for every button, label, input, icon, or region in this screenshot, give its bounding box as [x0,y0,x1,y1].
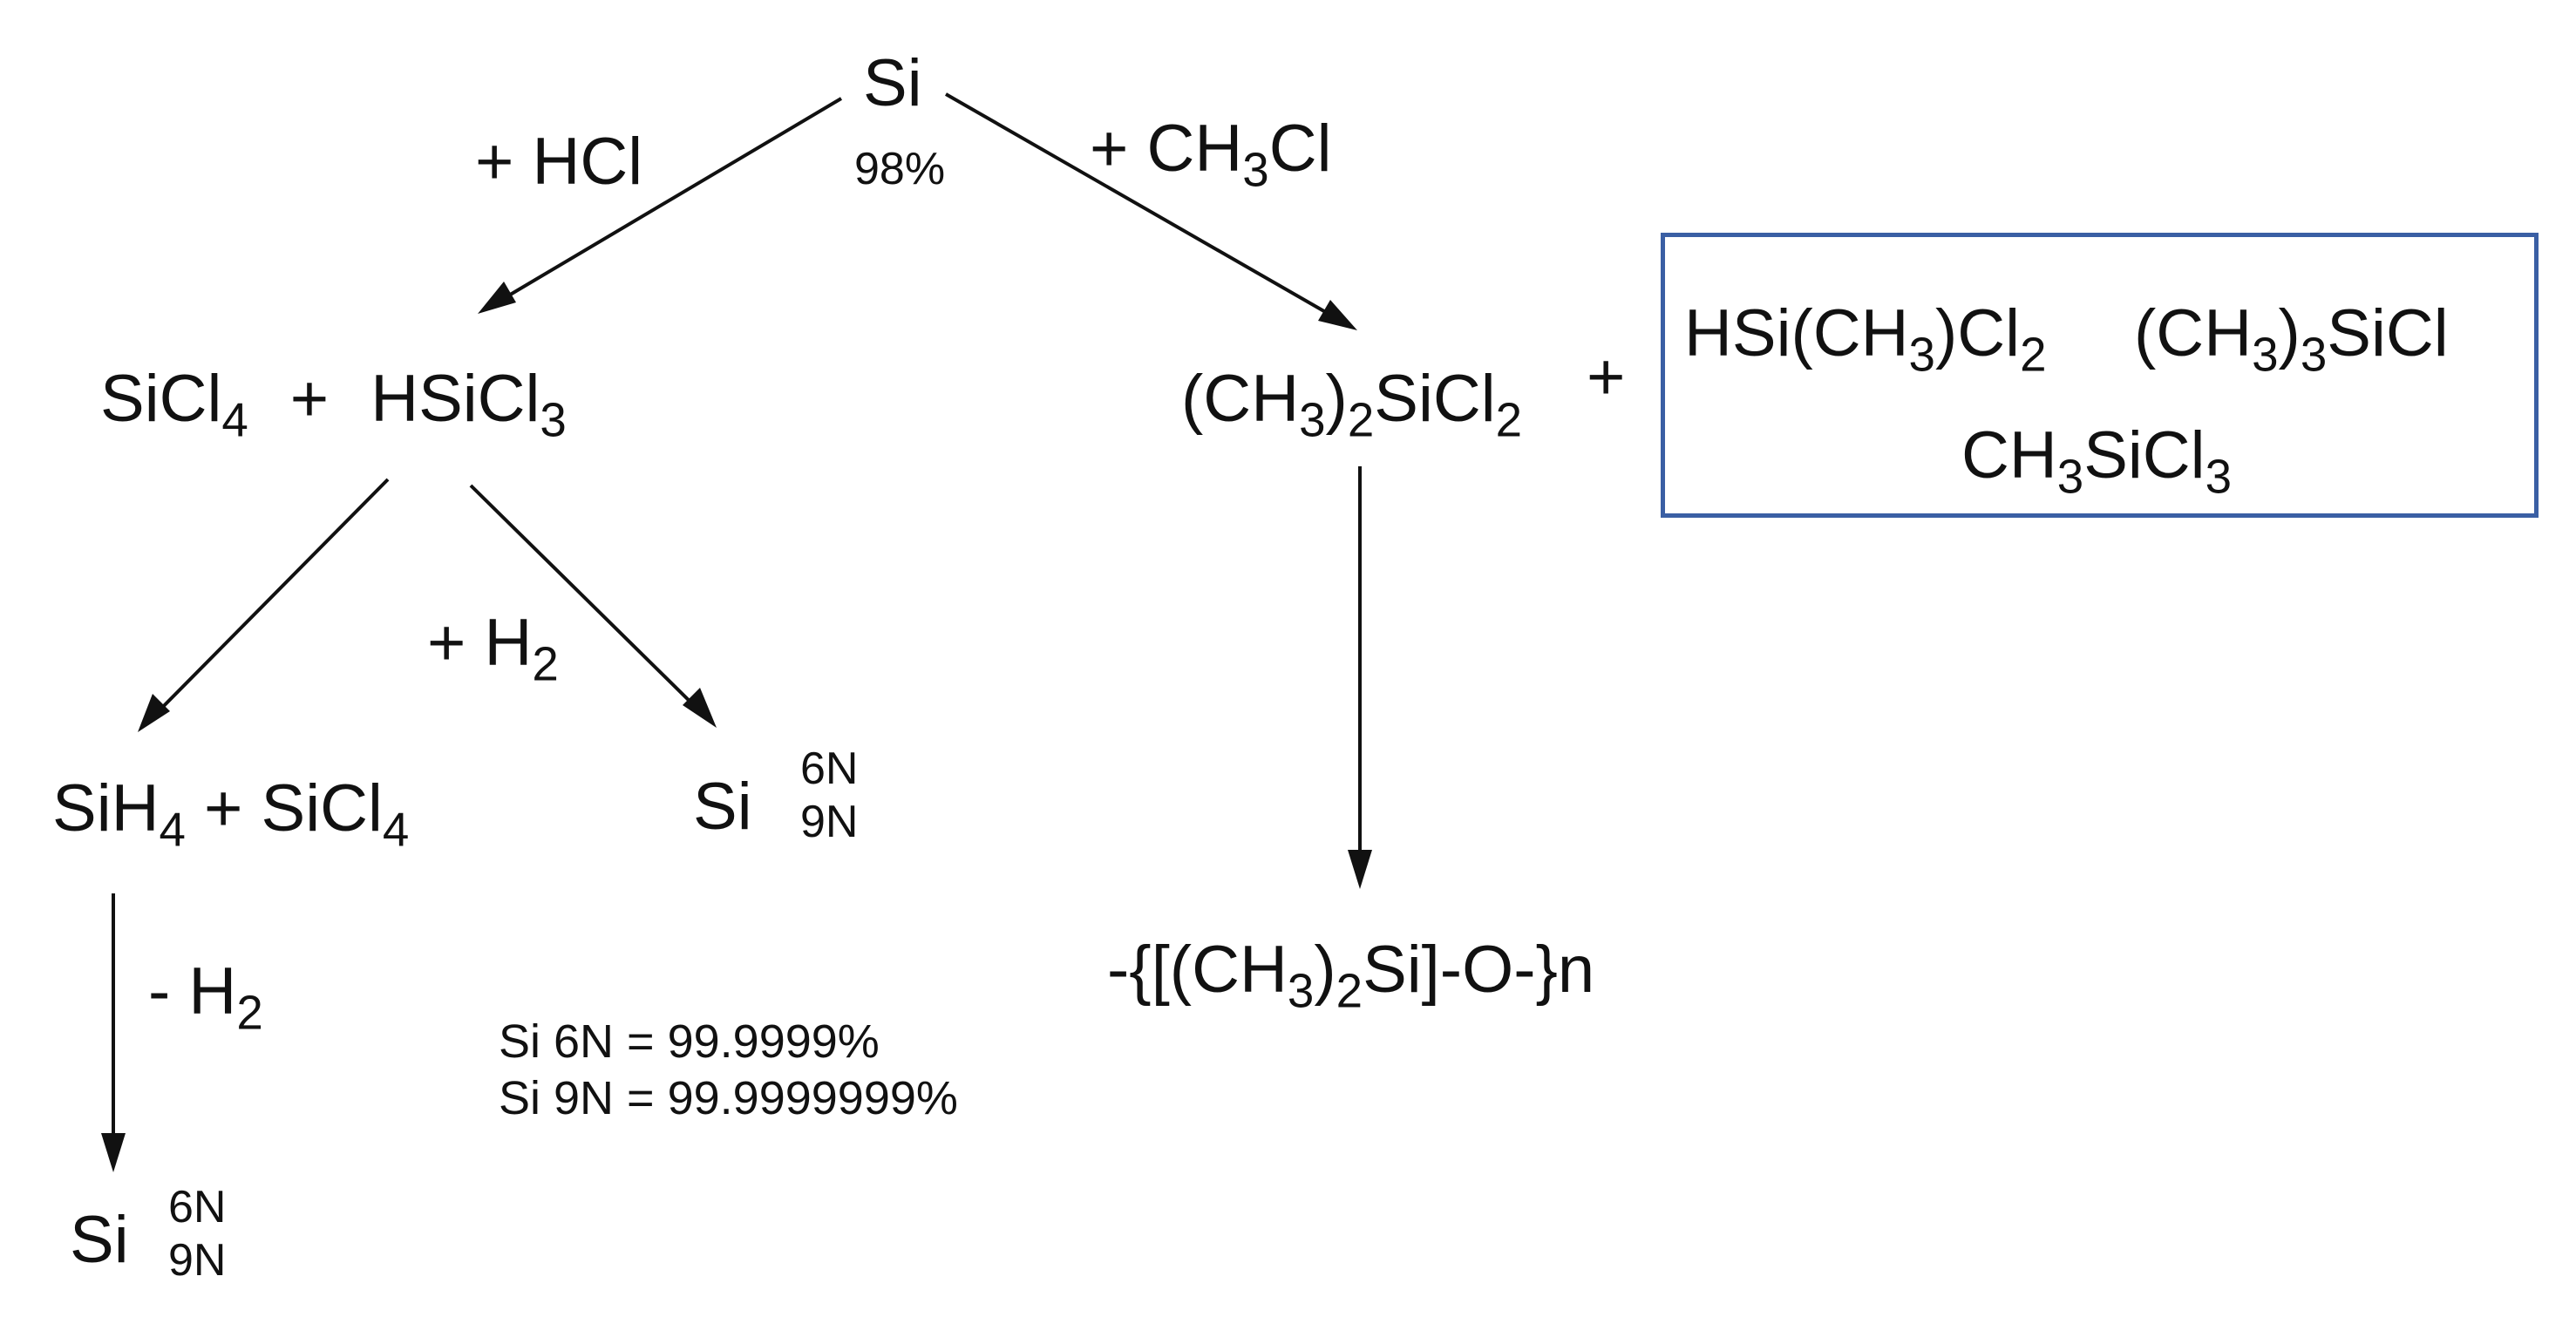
plus-byproducts: + [1587,344,1625,411]
definition-9n: Si 9N = 99.9999999% [499,1071,958,1124]
byproduct-methyltrichlorosilane: CH3SiCl3 [1961,423,2232,500]
polymer-part3: Si]-O-}n [1363,933,1595,1007]
byproducts-box [1661,233,2539,518]
dmdcs-sub3: 2 [1495,392,1523,447]
byproduct3-sub2: 3 [2205,449,2233,504]
minus-h2-prefix: - H [148,954,237,1028]
minus-hydrogen: - H2 [148,959,263,1036]
arrow-to-si-hydrogen-reduction [469,484,710,721]
polymer-part1: -{[(CH [1107,933,1288,1007]
byproduct2-sub1: 3 [2252,327,2279,382]
byproduct1-part1: HSi(CH [1684,296,1909,370]
reagent-hcl-text: + HCl [475,125,643,199]
arrowhead-left [478,282,516,314]
hsicl3-sub: 3 [540,392,567,447]
plus-sicl4-text: + SiCl [185,771,383,845]
si-bottom-grades: 6N 9N [168,1181,226,1288]
reagent-hcl: + HCl [475,129,642,195]
dmdcs-part3: SiCl [1374,362,1496,436]
arrowhead-silane [138,694,170,732]
purity-definitions: Si 6N = 99.9999% Si 9N = 99.9999999% [499,1014,958,1127]
byproduct2-part1: (CH [2134,296,2253,370]
polydimethylsiloxane: -{[(CH3)2Si]-O-}n [1107,937,1594,1015]
si-mid-label: Si [693,770,752,844]
byproduct1-part2: )Cl [1934,296,2021,370]
arrow-to-silane [145,478,390,725]
byproduct-trimethylchlorosilane: (CH3)3SiCl [2134,301,2449,378]
byproduct2-part2: ) [2278,296,2301,370]
byproduct2-sub2: 3 [2300,327,2328,382]
dmdcs-sub2: 2 [1347,392,1375,447]
reagent-hydrogen: + H2 [427,610,559,688]
grade-6n: 6N [800,743,859,794]
grade-6n-bottom: 6N [168,1182,227,1232]
dmdcs-sub1: 3 [1299,392,1326,447]
si-hydrogen-reduced: Si [693,774,752,840]
arrowhead-right [1318,300,1357,330]
sicl4-sub-2: 4 [382,802,410,857]
purity-label: 98% [854,144,946,194]
si-mid-grades: 6N 9N [800,743,858,850]
reagent-ch3cl-prefix: + CH [1090,112,1243,186]
arrowhead-h2 [683,688,717,728]
polymer-sub1: 3 [1287,963,1315,1018]
top-silicon-label: Si [863,46,922,120]
byproduct-methyldichlorosilane: HSi(CH3)Cl2 [1684,301,2047,378]
minus-h2-sub: 2 [236,985,263,1040]
sih4-sub: 4 [159,802,186,857]
dmdcs-part2: ) [1325,362,1348,436]
dmdcs-part1: (CH [1181,362,1300,436]
top-silicon-purity: 98% [854,146,945,192]
sicl4-sub: 4 [221,392,248,447]
grade-9n-bottom: 9N [168,1235,227,1286]
plus-sign: + [289,362,330,436]
byproduct3-part2: SiCl [2083,418,2206,492]
chlorosilanes-products: SiCl4+HSiCl3 [100,366,567,444]
reagent-ch3cl-suffix: Cl [1268,112,1332,186]
byproduct1-sub1: 3 [1908,327,1935,382]
si-bottom-label: Si [70,1203,129,1277]
arrow-si-to-methylchlorosilanes [945,92,1348,326]
dimethyldichlorosilane: (CH3)2SiCl2 [1181,366,1522,444]
byproduct3-part1: CH [1961,418,2057,492]
reagent-h2-prefix: + H [427,606,533,680]
hsicl3-text: HSiCl [370,362,540,436]
reagent-ch3cl-sub: 3 [1242,142,1269,197]
definition-6n: Si 6N = 99.9999% [499,1015,880,1068]
sih4-text: SiH [52,771,160,845]
si-silane-route: Si [70,1207,129,1273]
top-silicon: Si [863,51,922,117]
polymer-part2: ) [1314,933,1336,1007]
grade-9n: 9N [800,797,859,848]
sicl4-text: SiCl [100,362,222,436]
silane-products: SiH4 + SiCl4 [52,776,409,853]
plus-byproducts-sign: + [1587,340,1626,414]
byproduct1-sub2: 2 [2020,327,2047,382]
arrowhead-down-left [101,1133,126,1172]
polymer-sub2: 2 [1336,963,1363,1018]
arrow-si-to-chlorosilanes [486,97,843,309]
byproduct2-part3: SiCl [2327,296,2449,370]
byproduct3-sub1: 3 [2056,449,2084,504]
reagent-ch3cl: + CH3Cl [1090,116,1332,193]
reagent-h2-sub: 2 [532,636,559,691]
arrowhead-down-right [1348,850,1372,889]
